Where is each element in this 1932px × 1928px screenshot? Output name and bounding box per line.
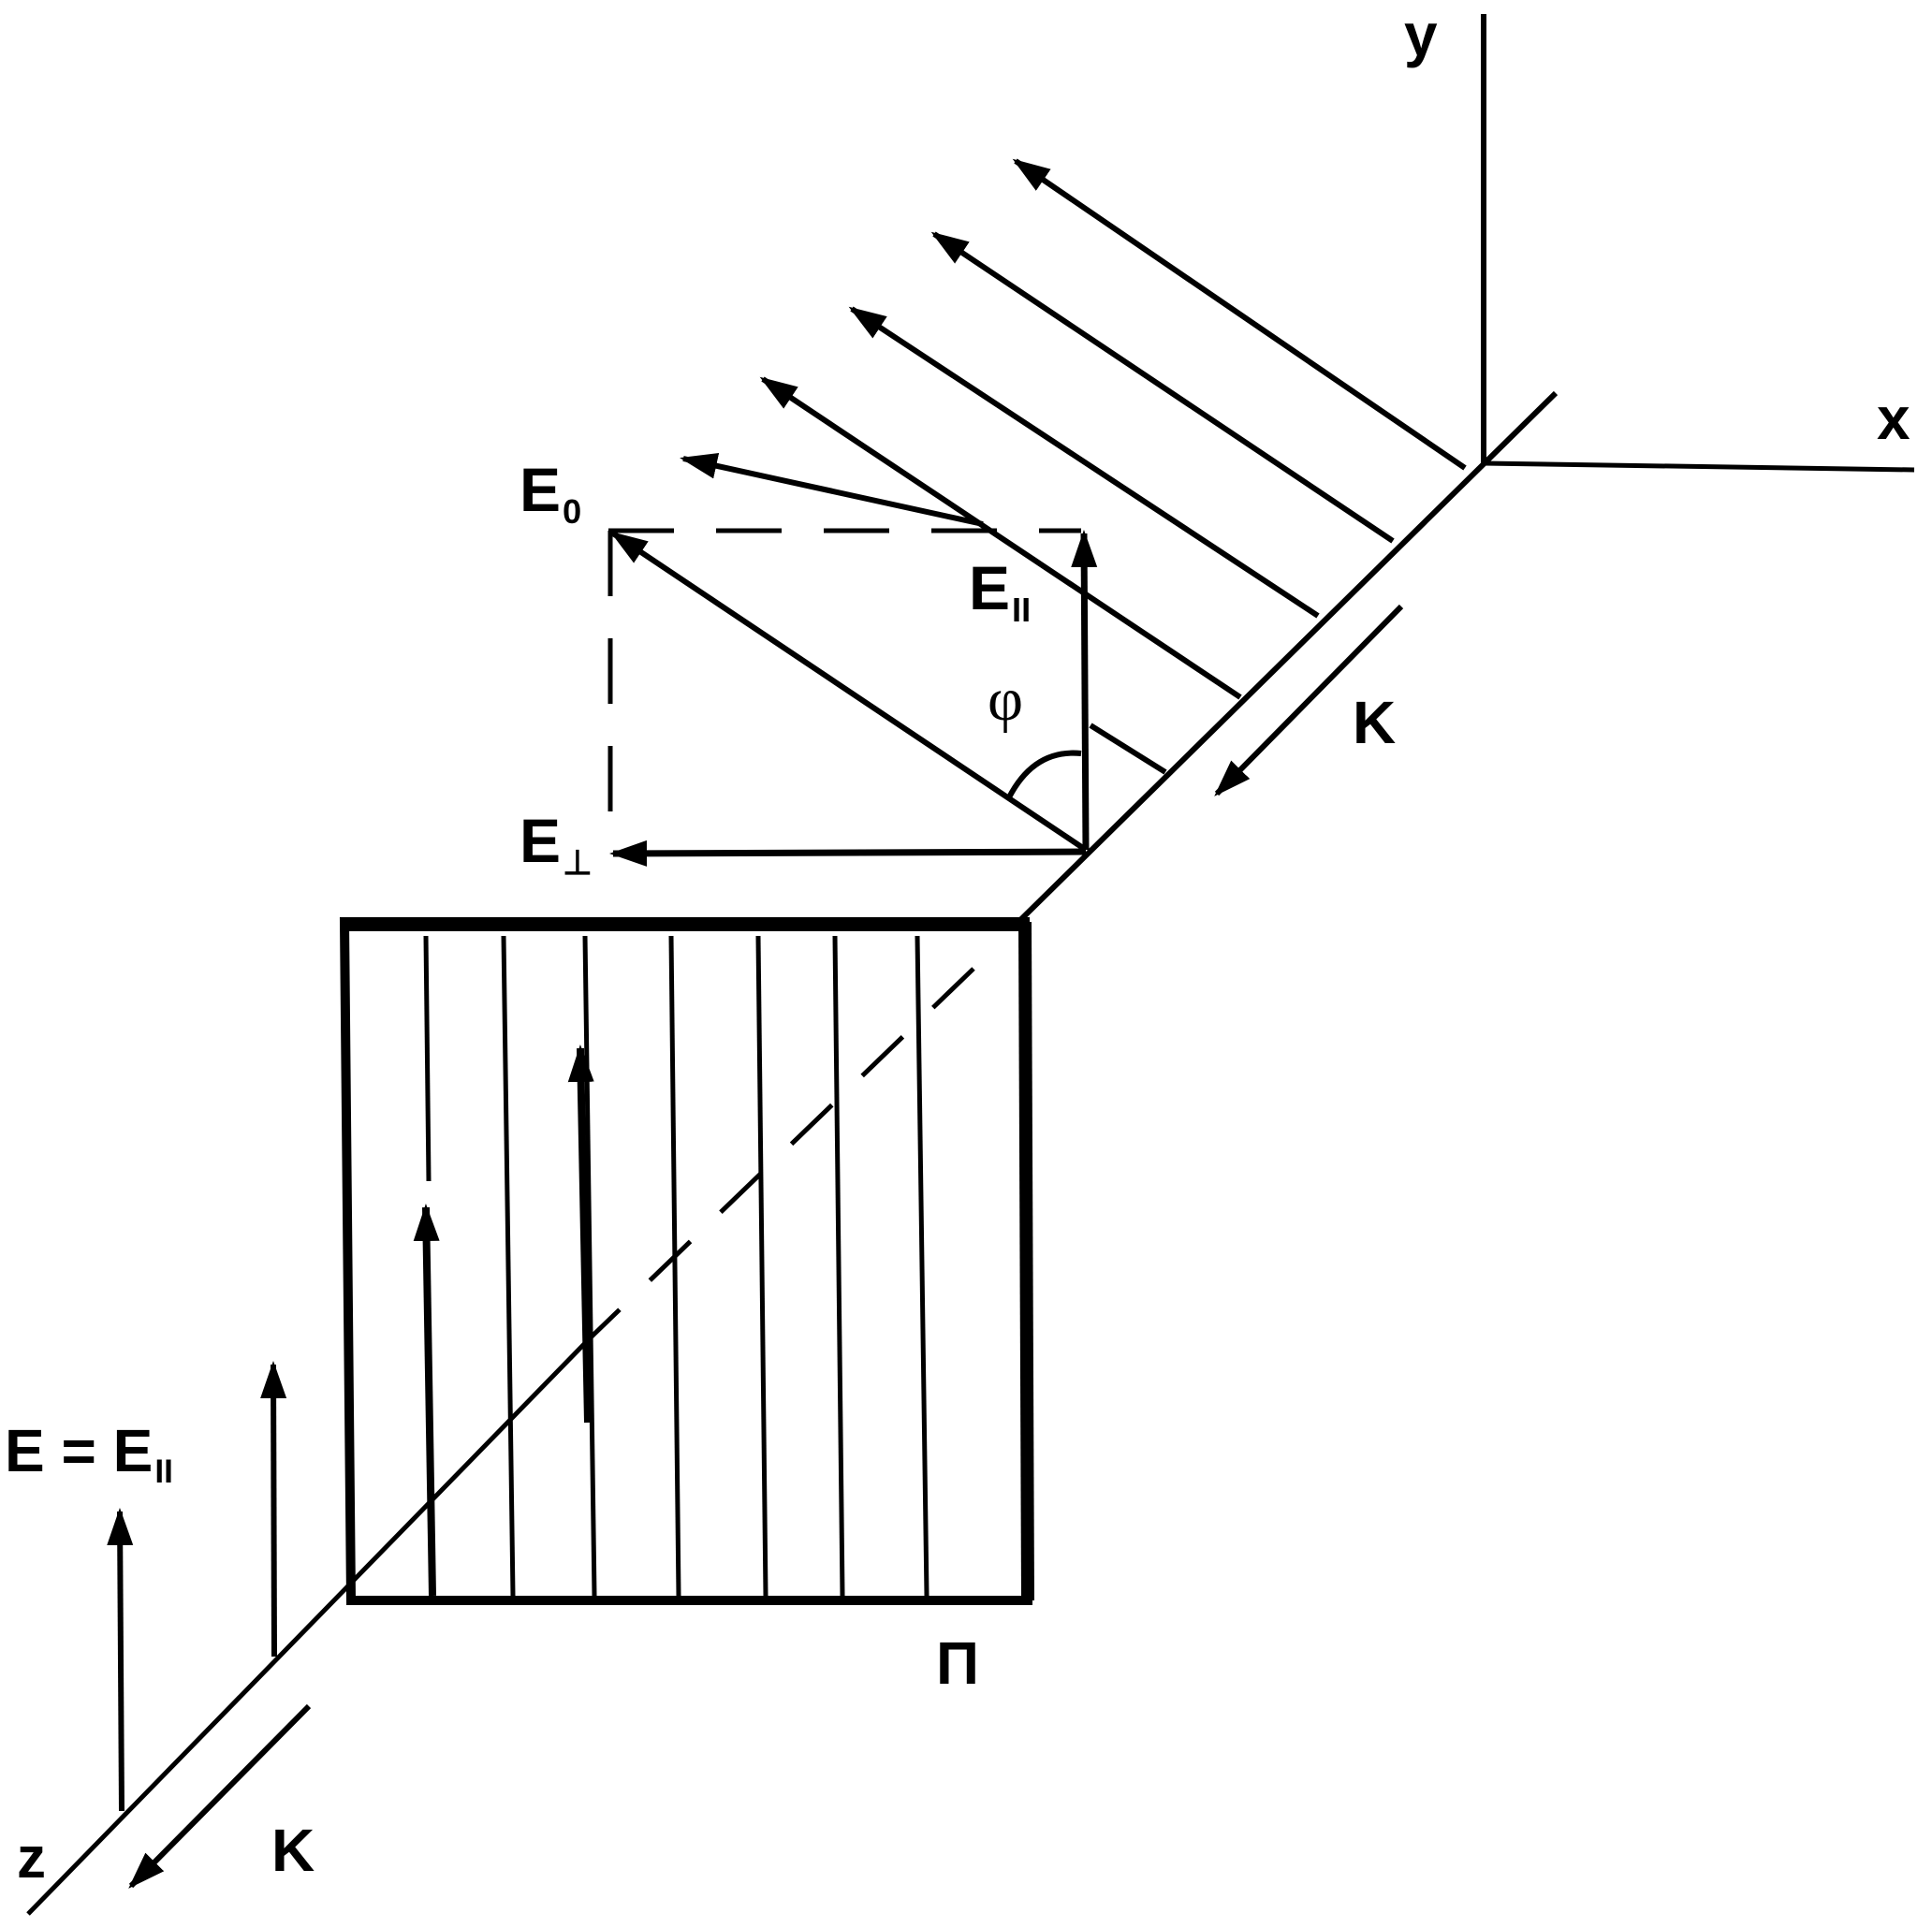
polarizer-grid-line	[668, 935, 681, 1597]
propagation-axis-dashed	[588, 967, 975, 1340]
e-parallel-vector	[1071, 530, 1098, 851]
e-equals-e-parallel-label: E = EII	[5, 1421, 173, 1488]
e-wave-vector	[759, 376, 1242, 700]
e0-vector	[609, 531, 1088, 853]
k-arrow-lower	[128, 1703, 312, 1889]
transmitted-e-arrow	[567, 1044, 594, 1424]
e0-subscript: 0	[563, 491, 582, 531]
polarizer-grid-line	[501, 935, 516, 1597]
e-perpendicular-label: E⊥	[520, 810, 593, 879]
polarizer-label: П	[936, 1629, 979, 1697]
e-wave-vector	[848, 306, 1320, 619]
e-parallel-subscript: II	[1012, 590, 1032, 629]
outgoing-e-arrow	[107, 1508, 134, 1812]
polarizer-grid-line	[423, 935, 432, 1182]
e0-label: E0	[520, 459, 581, 528]
axis-x-label: x	[1877, 385, 1910, 452]
transmitted-e-arrow	[413, 1204, 440, 1597]
propagation-axis-upper	[1013, 390, 1559, 927]
e0-main: E	[520, 455, 562, 524]
axis-z-label: z	[17, 1826, 46, 1891]
polarizer-right-edge	[1018, 921, 1034, 1601]
phi-label: φ	[988, 665, 1024, 734]
e-parallel-label: EII	[969, 557, 1031, 626]
e-perpendicular-vector	[609, 840, 1087, 867]
e-perpendicular-subscript: ⊥	[563, 842, 593, 882]
e-equals-main: E = E	[5, 1417, 154, 1484]
e-equals-subscript: II	[154, 1453, 173, 1491]
polarizer-grid-line	[915, 935, 929, 1597]
e-wave-vector	[1089, 723, 1167, 775]
x-axis	[1483, 460, 1915, 473]
polarizer-grid-line	[832, 935, 845, 1597]
propagation-axis-lower	[26, 1336, 592, 1916]
polarizer-grid-line	[755, 935, 768, 1597]
e-wave-vector	[1012, 158, 1467, 471]
e-wave-vector	[930, 231, 1395, 544]
e-wave-vector	[680, 453, 984, 527]
axis-y-label: y	[1404, 1, 1438, 68]
k-arrow-upper	[1214, 604, 1404, 796]
e-parallel-main: E	[969, 553, 1011, 622]
outgoing-e-arrow	[260, 1361, 287, 1658]
k-label-lower: K	[271, 1817, 315, 1884]
phi-angle-arc	[1006, 750, 1082, 799]
k-label-upper: K	[1353, 689, 1397, 756]
e-perpendicular-main: E	[520, 806, 562, 875]
